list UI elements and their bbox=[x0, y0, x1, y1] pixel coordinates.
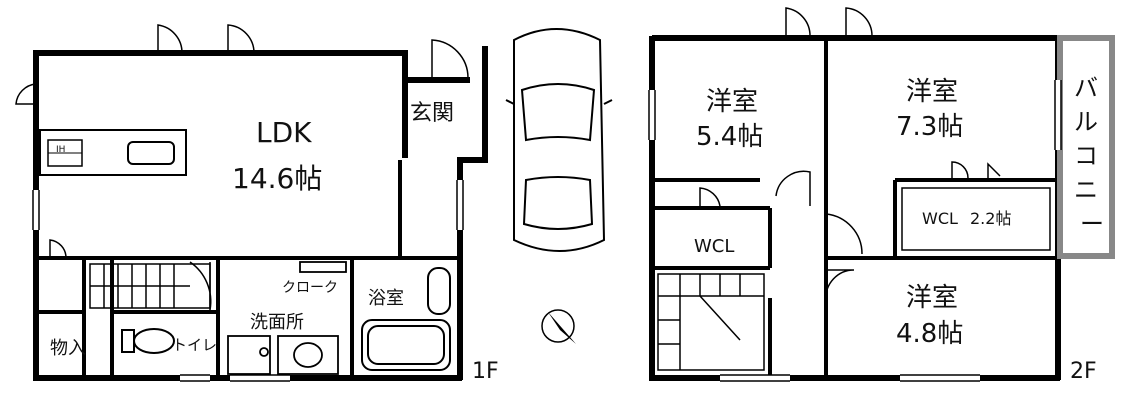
balcony-char-5: ー bbox=[1080, 210, 1104, 238]
floor-1-interior-walls bbox=[36, 160, 462, 378]
balcony-char-2: ル bbox=[1074, 108, 1098, 136]
doors-1f bbox=[15, 24, 469, 311]
car bbox=[505, 28, 613, 252]
kitchen-counter bbox=[39, 129, 187, 176]
washroom-fixtures bbox=[227, 261, 347, 375]
washroom-label: 洗面所 bbox=[250, 312, 304, 333]
room-b-name: 洋室 bbox=[906, 77, 958, 107]
entrance-label: 玄関 bbox=[410, 101, 454, 126]
balcony-char-4: ニ bbox=[1074, 176, 1098, 204]
ldk-size: 14.6帖 bbox=[232, 162, 322, 195]
stove-label: IH bbox=[56, 145, 65, 155]
floor-2-interior-walls bbox=[652, 38, 1058, 378]
cloak-label: クローク bbox=[282, 280, 338, 296]
sink bbox=[127, 141, 175, 165]
wcl-large-shelf bbox=[901, 187, 1051, 251]
wcl-small-label: WCL bbox=[694, 236, 734, 257]
wcl-large-size: 2.2帖 bbox=[970, 209, 1011, 228]
bathtub bbox=[361, 267, 451, 371]
floor-2-label: 2F bbox=[1070, 359, 1097, 384]
storage-label: 物入 bbox=[50, 338, 86, 359]
floor-1-label: 1F bbox=[472, 359, 499, 384]
labels: IH LDK 14.6帖 玄関 クローク 洗面所 浴室 物入 トイレ 1F 洋室… bbox=[50, 74, 1104, 384]
doors-2f bbox=[699, 7, 1001, 301]
floor-2 bbox=[648, 7, 1115, 382]
toilet-fixture bbox=[121, 328, 175, 354]
room-c-size: 4.8帖 bbox=[896, 319, 963, 349]
compass-icon bbox=[541, 309, 576, 344]
room-b-size: 7.3帖 bbox=[896, 112, 963, 142]
windows-2f bbox=[648, 80, 1062, 382]
balcony-char-3: コ bbox=[1074, 142, 1098, 170]
room-c-name: 洋室 bbox=[906, 283, 958, 313]
stairs-1f bbox=[89, 263, 211, 309]
bath-label: 浴室 bbox=[368, 288, 404, 309]
room-a-name: 洋室 bbox=[706, 87, 758, 117]
room-a-size: 5.4帖 bbox=[696, 122, 763, 152]
wcl-large-label: WCL bbox=[922, 209, 958, 228]
floor-1 bbox=[15, 24, 488, 382]
windows-1f bbox=[32, 180, 464, 382]
toilet-label: トイレ bbox=[172, 336, 217, 354]
stairs-2f bbox=[657, 273, 765, 371]
balcony-char-1: バ bbox=[1074, 74, 1098, 102]
ldk-name: LDK bbox=[256, 116, 312, 149]
